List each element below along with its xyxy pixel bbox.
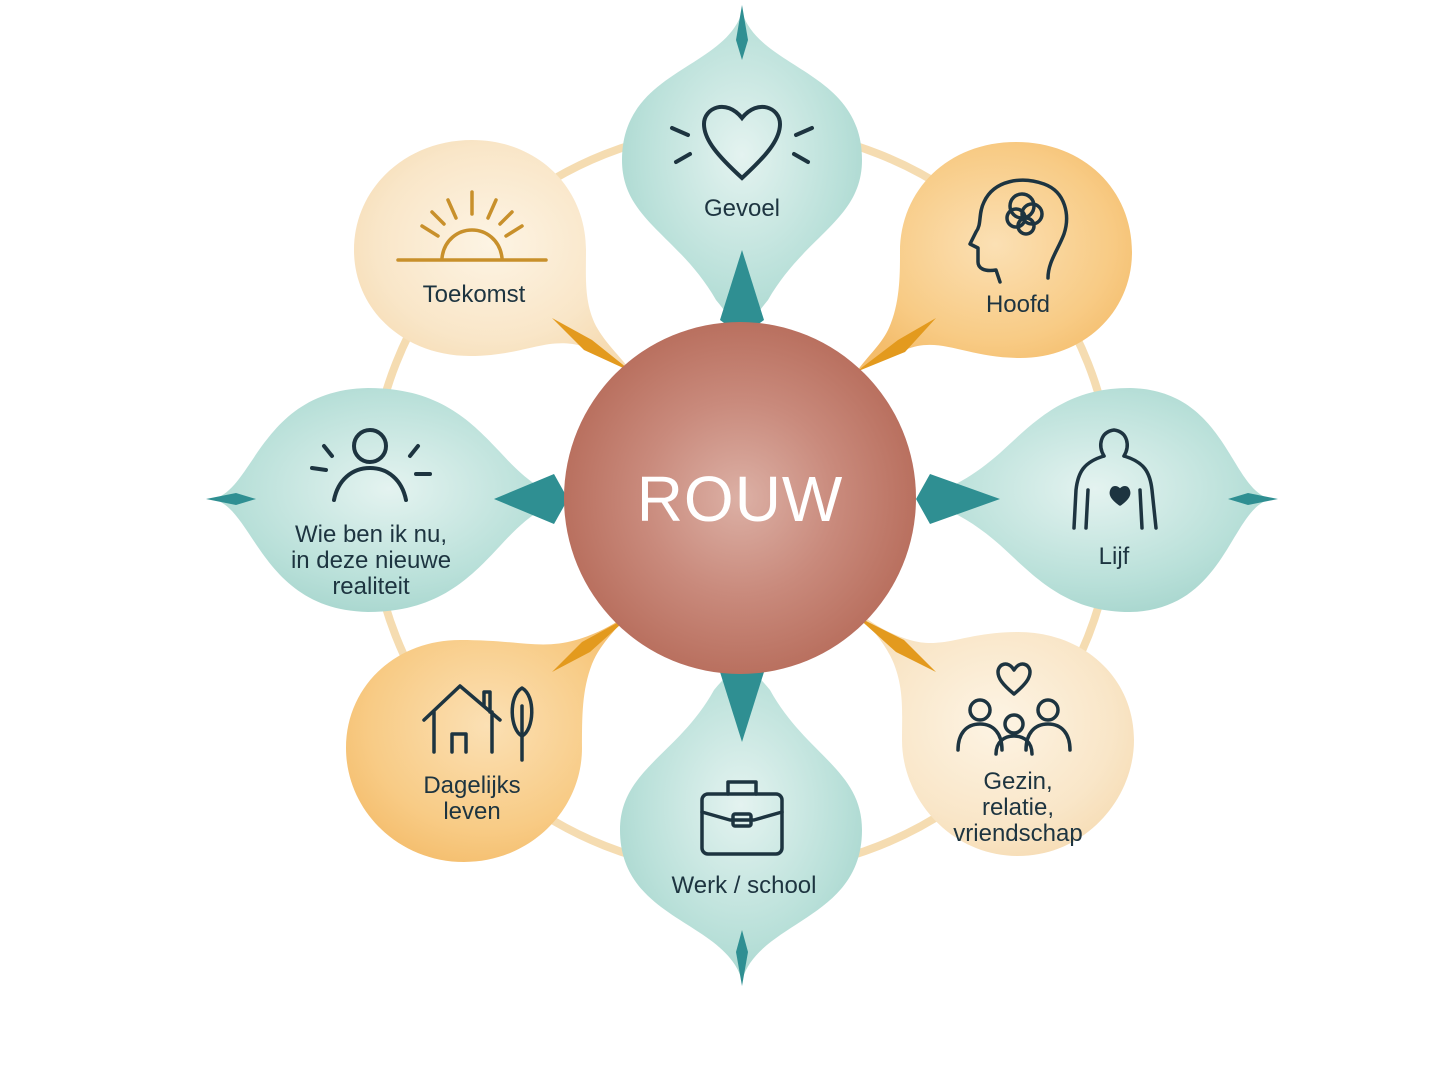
label-identiteit: Wie ben ik nu, in deze nieuwe realiteit — [290, 521, 452, 600]
person-icon — [310, 428, 432, 502]
label-dagelijks: Dagelijks leven — [423, 772, 521, 825]
family-heart-icon — [956, 662, 1072, 756]
petal-lijf[interactable] — [916, 388, 1278, 612]
label-hoofd: Hoofd — [985, 291, 1051, 318]
label-toekomst: Toekomst — [422, 281, 526, 308]
heart-icon — [670, 105, 814, 181]
petal-toekomst[interactable] — [354, 140, 632, 372]
petal-hoofd[interactable] — [856, 142, 1132, 372]
petal-gezin[interactable] — [856, 614, 1134, 856]
house-tree-icon — [422, 684, 534, 762]
label-lijf: Lijf — [1098, 543, 1130, 570]
center-circle — [564, 322, 916, 674]
petal-werk[interactable] — [620, 656, 862, 986]
briefcase-icon — [700, 780, 784, 856]
petal-dagelijks[interactable] — [346, 614, 630, 862]
label-gevoel: Gevoel — [703, 195, 781, 222]
center-label: ROUW — [636, 463, 844, 535]
head-mind-icon — [968, 178, 1069, 284]
petal-gevoel[interactable] — [622, 5, 862, 336]
sunrise-icon — [396, 190, 548, 262]
label-werk: Werk / school — [671, 872, 817, 899]
body-heart-icon — [1072, 428, 1158, 530]
label-gezin: Gezin, relatie, vriendschap — [953, 768, 1083, 847]
petal-identiteit[interactable] — [206, 388, 568, 612]
